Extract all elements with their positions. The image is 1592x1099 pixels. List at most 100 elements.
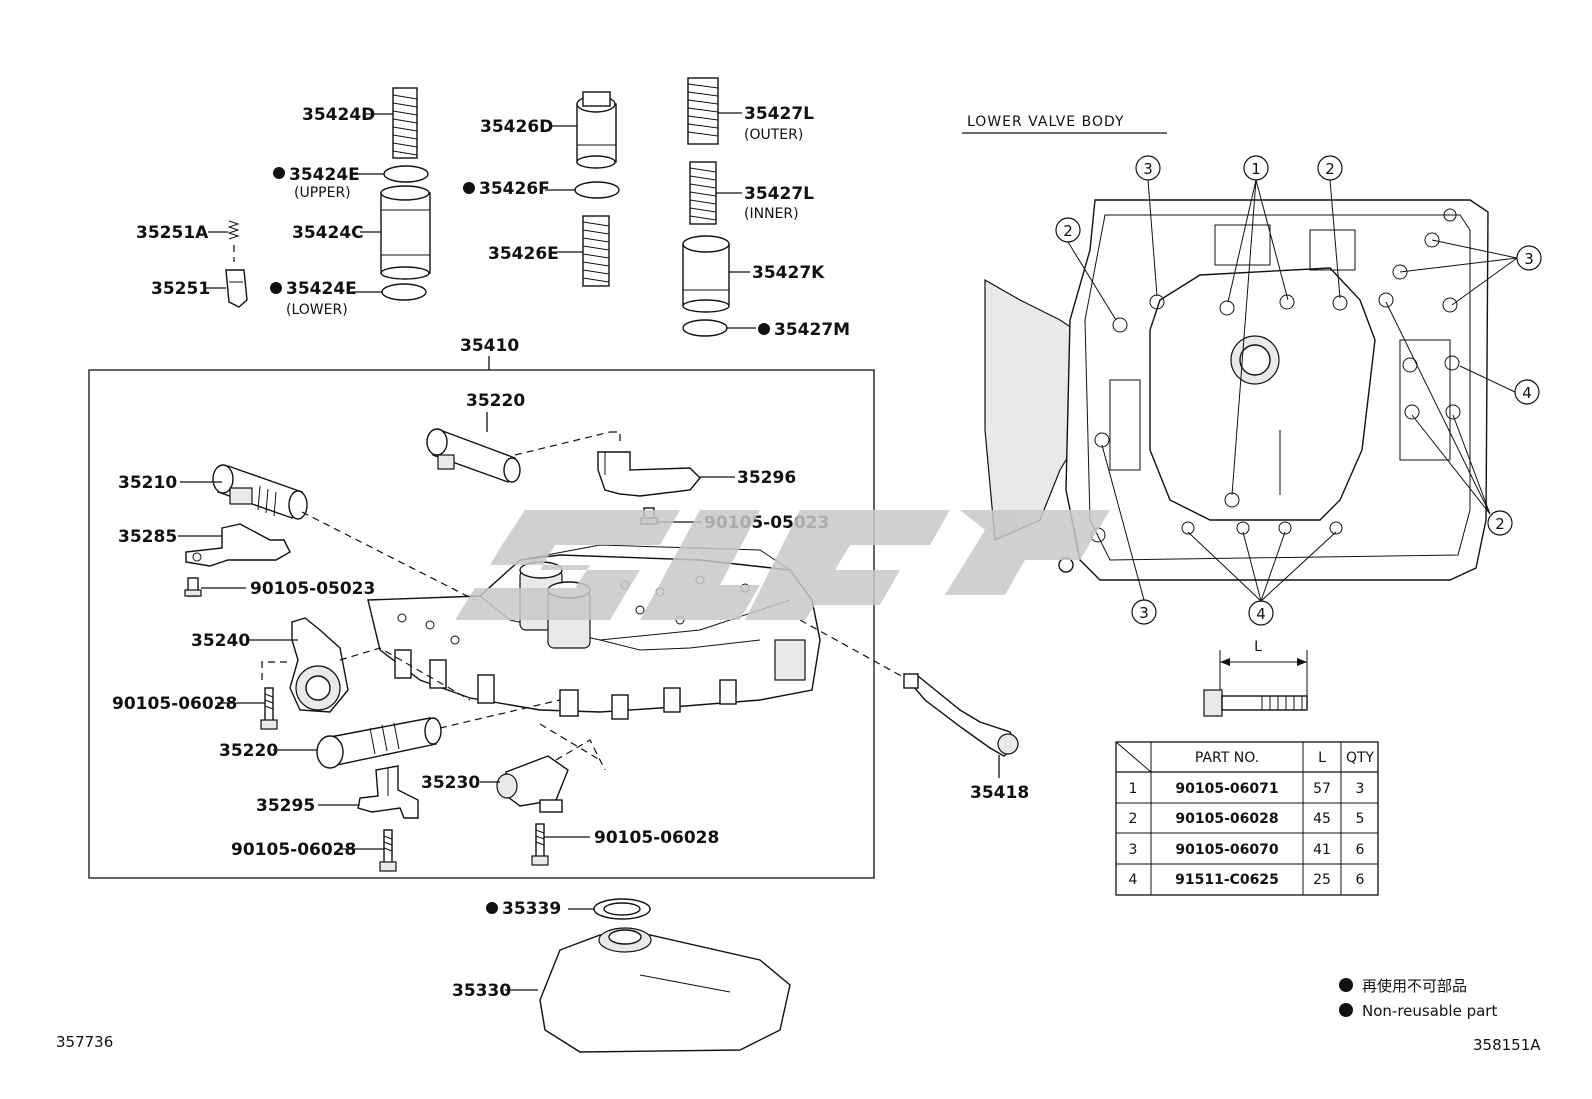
svg-text:4: 4 xyxy=(1256,605,1266,623)
table-header-part-no: PART NO. xyxy=(1195,750,1259,766)
callout-4-bottom: 4 xyxy=(1187,531,1337,626)
callout-2-right: 2 xyxy=(1385,301,1513,536)
non-reusable-marker xyxy=(273,167,285,179)
label-35426E: 35426E xyxy=(488,244,559,264)
footer-right-code: 358151A xyxy=(1473,1036,1541,1054)
dimension-L-label: L xyxy=(1254,639,1262,655)
label-35424E-lower-note: (LOWER) xyxy=(286,302,348,318)
part-35220-bottom-solenoid xyxy=(316,717,442,769)
label-90105-06028-a: 90105-06028 xyxy=(112,694,237,714)
part-35296-bracket xyxy=(597,451,701,497)
svg-text:3: 3 xyxy=(1143,160,1153,178)
table-row-3-qty: 6 xyxy=(1356,842,1365,858)
label-35427L-inner: 35427L xyxy=(744,184,814,204)
label-35424E-upper: 35424E xyxy=(289,165,360,185)
table-row-3-part: 90105-06070 xyxy=(1175,842,1278,858)
bolt-table xyxy=(1115,741,1379,896)
part-35240-solenoid xyxy=(289,617,349,713)
bolt-90105-06028-c xyxy=(379,829,397,872)
table-row-2-length: 45 xyxy=(1313,811,1331,827)
part-35426F-oring xyxy=(574,181,620,199)
valve-body-assembly-frame xyxy=(88,369,875,879)
label-35210: 35210 xyxy=(118,473,177,493)
label-35285: 35285 xyxy=(118,527,177,547)
label-35251: 35251 xyxy=(151,279,210,299)
bolt-90105-06028-b xyxy=(531,823,549,866)
watermark-logo xyxy=(455,510,1110,620)
svg-text:2: 2 xyxy=(1325,160,1335,178)
label-35410: 35410 xyxy=(460,336,519,356)
label-35424C: 35424C xyxy=(292,223,364,243)
part-35426D-plunger xyxy=(576,91,617,169)
table-header-l: L xyxy=(1318,750,1326,766)
label-90105-06028-c: 90105-06028 xyxy=(231,840,356,860)
label-35240: 35240 xyxy=(191,631,250,651)
bolt-length-diagram xyxy=(1203,650,1308,717)
non-reusable-marker xyxy=(758,323,770,335)
table-row-4-length: 25 xyxy=(1313,872,1331,888)
legend-marker-ja xyxy=(1339,978,1353,992)
svg-text:2: 2 xyxy=(1063,222,1073,240)
label-35426F: 35426F xyxy=(479,179,550,199)
legend-english: Non-reusable part xyxy=(1362,1002,1497,1020)
label-35295: 35295 xyxy=(256,796,315,816)
svg-text:2: 2 xyxy=(1495,515,1505,533)
table-row-3-index: 3 xyxy=(1129,842,1138,858)
label-35426D: 35426D xyxy=(480,117,553,137)
label-35418: 35418 xyxy=(970,783,1029,803)
table-row-1-index: 1 xyxy=(1129,781,1138,797)
part-35424E-upper-oring xyxy=(383,165,429,183)
label-35427L-inner-note: (INNER) xyxy=(744,206,799,222)
part-35330-oil-strainer xyxy=(539,927,791,1053)
lower-valve-body-drawing xyxy=(984,199,1489,581)
part-35424E-lower-oring xyxy=(381,283,427,301)
part-35210-solenoid xyxy=(212,464,308,520)
svg-text:1: 1 xyxy=(1251,160,1261,178)
part-35339-seal xyxy=(593,898,651,920)
part-35285-bracket xyxy=(185,523,291,567)
callout-3-right: 3 xyxy=(1399,239,1542,306)
table-row-2-part: 90105-06028 xyxy=(1175,811,1278,827)
label-35251A: 35251A xyxy=(136,223,209,243)
label-35427M: 35427M xyxy=(774,320,850,340)
label-35220-top: 35220 xyxy=(466,391,525,411)
non-reusable-marker xyxy=(486,902,498,914)
callout-1: 1 xyxy=(1227,155,1289,496)
svg-text:3: 3 xyxy=(1524,250,1534,268)
part-35427L-inner-spring xyxy=(689,161,717,225)
svg-text:3: 3 xyxy=(1139,604,1149,622)
callout-3-top-left: 3 xyxy=(1135,155,1161,297)
lower-valve-body-title: LOWER VALVE BODY xyxy=(967,114,1125,130)
part-35427K-sleeve xyxy=(682,235,730,313)
part-35424C-sleeve xyxy=(380,185,431,280)
legend-marker-en xyxy=(1339,1003,1353,1017)
table-row-1-part: 90105-06071 xyxy=(1175,781,1278,797)
callout-2-top-left: 2 xyxy=(1055,217,1117,321)
label-35424E-lower: 35424E xyxy=(286,279,357,299)
callout-3-bottom-left: 3 xyxy=(1101,444,1157,625)
table-row-4-index: 4 xyxy=(1129,872,1138,888)
legend-japanese: 再使用不可部品 xyxy=(1362,977,1467,995)
table-row-2-index: 2 xyxy=(1129,811,1138,827)
svg-text:4: 4 xyxy=(1522,384,1532,402)
part-35230-solenoid xyxy=(496,755,569,813)
table-row-4-part: 91511-C0625 xyxy=(1175,872,1279,888)
label-35220-bottom: 35220 xyxy=(219,741,278,761)
table-row-3-length: 41 xyxy=(1313,842,1331,858)
label-35427L-outer-note: (OUTER) xyxy=(744,127,803,143)
callout-2-top-center: 2 xyxy=(1317,155,1343,299)
bolt-90105-06028-a xyxy=(260,687,278,730)
table-row-1-qty: 3 xyxy=(1356,781,1365,797)
callout-4-right: 4 xyxy=(1459,365,1540,405)
label-35427K: 35427K xyxy=(752,263,825,283)
label-35230: 35230 xyxy=(421,773,480,793)
part-35424D-spring xyxy=(392,87,418,159)
table-row-1-length: 57 xyxy=(1313,781,1331,797)
table-row-4-qty: 6 xyxy=(1356,872,1365,888)
bolt-90105-05023-lower xyxy=(184,577,202,597)
non-reusable-marker xyxy=(463,182,475,194)
label-35330: 35330 xyxy=(452,981,511,1001)
label-90105-06028-b: 90105-06028 xyxy=(594,828,719,848)
part-35426E-spring xyxy=(582,215,610,287)
